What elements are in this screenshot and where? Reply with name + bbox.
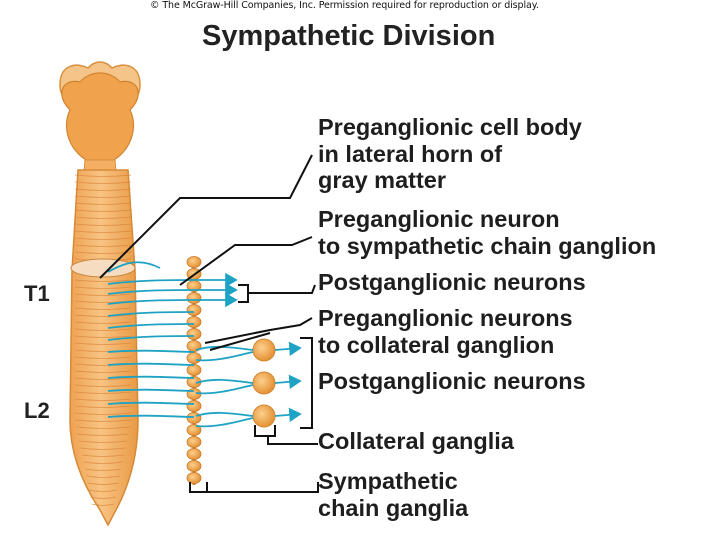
preganglionic-fiber xyxy=(195,378,254,384)
preganglionic-fiber xyxy=(107,289,195,295)
copyright-notice: © The McGraw-Hill Companies, Inc. Permis… xyxy=(150,0,539,11)
chain-ganglion xyxy=(186,292,202,304)
diagram-title: Sympathetic Division xyxy=(202,20,496,52)
cord-cut-section xyxy=(70,258,136,278)
postganglionic-fiber xyxy=(274,407,302,423)
preganglionic-fiber xyxy=(195,411,254,417)
label-postganglionic-neurons-2: Postganglionic neurons xyxy=(318,368,586,394)
preganglionic-fiber xyxy=(107,362,195,366)
chain-ganglion xyxy=(186,436,202,448)
preganglionic-fiber xyxy=(107,414,195,418)
chain-ganglion xyxy=(186,412,202,424)
preganglionic-fiber xyxy=(107,335,195,341)
preganglionic-fiber xyxy=(107,349,195,353)
preganglionic-fiber xyxy=(195,345,254,351)
chain-ganglion xyxy=(186,424,202,436)
preganglionic-fiber xyxy=(107,375,195,379)
label-postganglionic-neurons-1: Postganglionic neurons xyxy=(318,269,586,295)
nerve-fibers xyxy=(107,261,302,428)
chain-ganglion xyxy=(186,448,202,460)
preganglionic-fiber xyxy=(195,351,254,362)
chain-ganglion xyxy=(186,460,202,472)
preganglionic-fiber xyxy=(195,417,254,428)
preganglionic-fiber xyxy=(107,323,195,329)
postganglionic-fiber xyxy=(274,374,302,390)
chain-ganglion xyxy=(186,316,202,328)
chain-ganglion xyxy=(186,400,202,412)
chain-ganglion xyxy=(186,472,202,484)
label-collateral-ganglia: Collateral ganglia xyxy=(318,428,514,454)
collateral-ganglion xyxy=(252,371,276,395)
chain-ganglion xyxy=(186,304,202,316)
preganglionic-fiber xyxy=(107,299,195,305)
preganglionic-fiber xyxy=(107,311,195,317)
chain-ganglion xyxy=(186,364,202,376)
segment-label-t1: T1 xyxy=(24,281,50,306)
chain-ganglion xyxy=(186,256,202,268)
preganglionic-fiber xyxy=(107,261,161,273)
cord-striations xyxy=(74,174,132,506)
collateral-ganglion xyxy=(252,404,276,428)
leader-lines xyxy=(99,154,319,493)
chain-ganglion xyxy=(186,352,202,364)
collateral-ganglion xyxy=(252,338,276,362)
collateral-ganglia-group xyxy=(252,338,276,428)
preganglionic-fiber xyxy=(107,388,195,392)
chain-ganglion xyxy=(186,328,202,340)
preganglionic-fiber xyxy=(195,384,254,395)
postganglionic-fiber xyxy=(274,341,302,357)
spinal-cord xyxy=(69,169,139,527)
preganglionic-fiber xyxy=(107,401,195,405)
segment-label-l2: L2 xyxy=(24,398,50,423)
